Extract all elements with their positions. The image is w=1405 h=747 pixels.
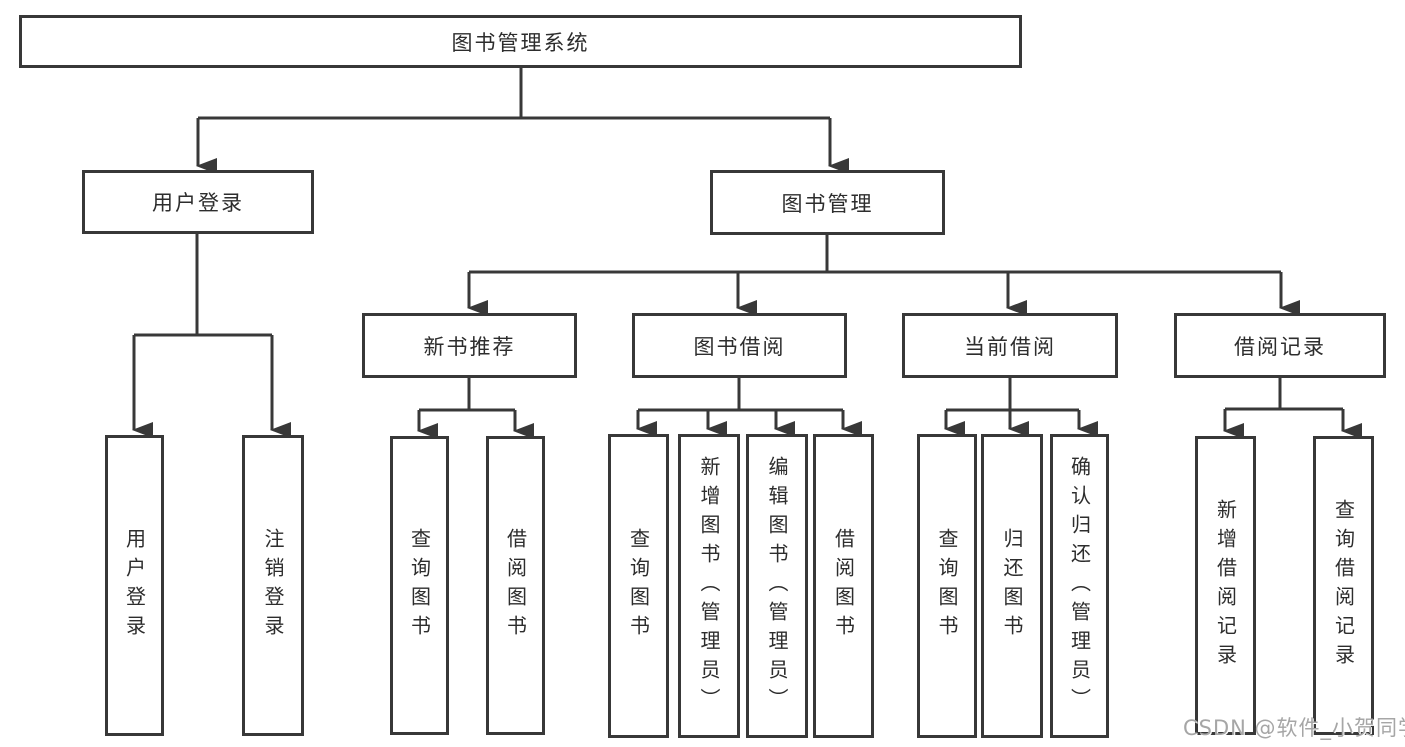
node-borrow-records-label: 借阅记录: [1234, 334, 1326, 359]
leaf-add-borrow-record: 新增借阅记录: [1195, 436, 1256, 735]
node-book-borrow-label: 图书借阅: [693, 334, 786, 359]
leaf-user-login-label: 用户登录: [122, 527, 147, 644]
leaf-borrow-books-2-label: 借阅图书: [831, 528, 856, 644]
leaf-add-book-admin-label: 新增图书（管理员）: [697, 455, 721, 717]
leaf-user-login: 用户登录: [105, 435, 164, 736]
leaf-borrow-books-2: 借阅图书: [813, 434, 874, 738]
node-root: 图书管理系统: [19, 15, 1022, 68]
leaf-query-books-1-label: 查询图书: [407, 527, 432, 644]
leaf-query-borrow-record: 查询借阅记录: [1313, 436, 1374, 735]
leaf-add-borrow-record-label: 新增借阅记录: [1213, 498, 1238, 673]
leaf-edit-book-admin: 编辑图书（管理员）: [746, 434, 808, 738]
leaf-query-books-2: 查询图书: [608, 434, 669, 738]
node-book-management-label: 图书管理: [781, 191, 874, 216]
node-new-book-recommend: 新书推荐: [362, 313, 577, 378]
leaf-edit-book-admin-label: 编辑图书（管理员）: [765, 455, 789, 717]
watermark: CSDN @软件_小贺同学: [1183, 716, 1405, 740]
leaf-confirm-return-admin-label: 确认归还（管理员）: [1067, 455, 1092, 717]
leaf-confirm-return-admin: 确认归还（管理员）: [1050, 434, 1109, 738]
leaf-borrow-books-1: 借阅图书: [486, 436, 545, 735]
node-root-label: 图书管理系统: [451, 30, 590, 55]
leaf-logout-label: 注销登录: [261, 527, 285, 644]
leaf-query-books-3-label: 查询图书: [935, 528, 959, 644]
leaf-query-books-1: 查询图书: [390, 436, 449, 735]
node-current-borrow-label: 当前借阅: [964, 334, 1056, 359]
node-user-login-label: 用户登录: [152, 191, 244, 215]
leaf-logout: 注销登录: [242, 435, 304, 736]
leaf-query-books-2-label: 查询图书: [626, 528, 651, 644]
leaf-borrow-books-1-label: 借阅图书: [503, 527, 528, 644]
node-book-management: 图书管理: [710, 170, 945, 235]
node-book-borrow: 图书借阅: [632, 313, 847, 378]
node-current-borrow: 当前借阅: [902, 313, 1118, 378]
leaf-return-book-label: 归还图书: [1000, 528, 1024, 644]
node-new-book-recommend-label: 新书推荐: [423, 334, 516, 359]
node-borrow-records: 借阅记录: [1174, 313, 1386, 378]
leaf-query-books-3: 查询图书: [917, 434, 977, 738]
leaf-add-book-admin: 新增图书（管理员）: [678, 434, 740, 738]
leaf-query-borrow-record-label: 查询借阅记录: [1331, 498, 1356, 673]
leaf-return-book: 归还图书: [981, 434, 1043, 738]
node-user-login: 用户登录: [82, 170, 314, 234]
